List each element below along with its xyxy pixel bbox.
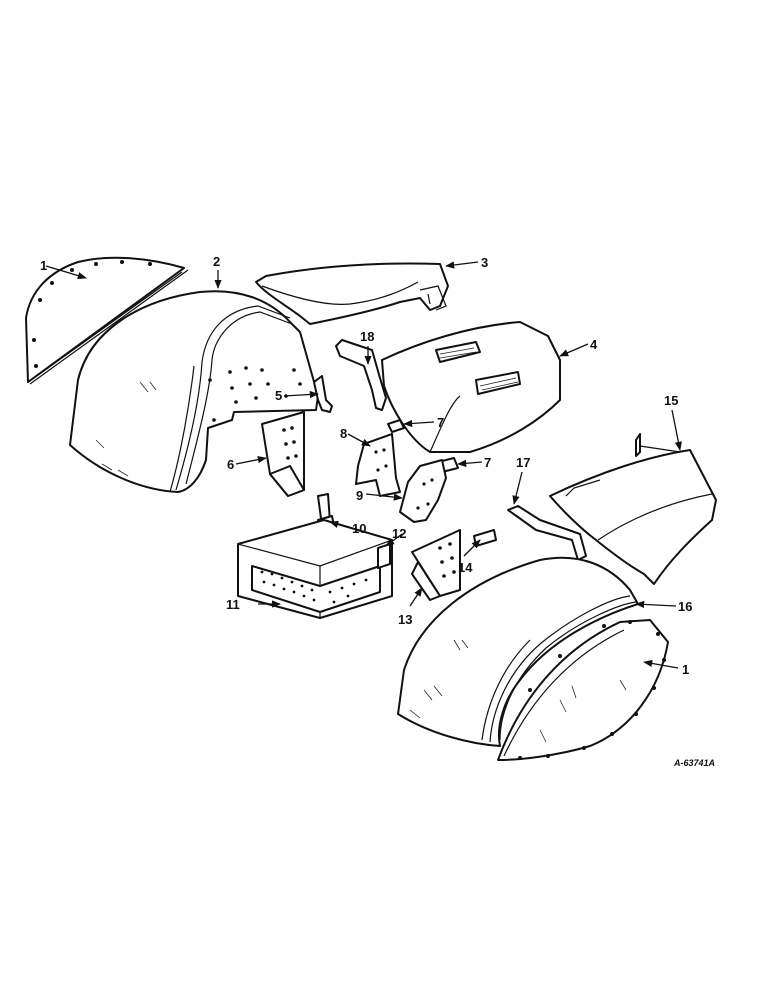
part-3-upper-panel <box>255 262 449 325</box>
callout-7-lower: 7 <box>484 455 491 470</box>
callout-17: 17 <box>516 455 530 470</box>
callout-16: 16 <box>678 599 692 614</box>
part-5-bracket <box>313 375 333 413</box>
part-9-bracket <box>399 459 447 523</box>
leader-lines <box>45 261 682 669</box>
callout-11: 11 <box>226 597 240 612</box>
part-1-upper-inner-panel <box>25 256 189 385</box>
callout-3: 3 <box>481 255 488 270</box>
callout-6: 6 <box>227 457 234 472</box>
part-18-bracket <box>335 339 387 411</box>
figure-reference-code: A-63741A <box>673 758 715 768</box>
callout-12: 12 <box>392 526 406 541</box>
callout-18: 18 <box>360 329 374 344</box>
callout-14: 14 <box>458 560 473 575</box>
part-2-left-fender <box>69 290 319 493</box>
callout-10: 10 <box>352 521 366 536</box>
part-4-center-panel <box>381 321 561 453</box>
part-17-bracket <box>507 505 587 561</box>
part-11-step-platform <box>237 519 393 619</box>
callout-1-upper: 1 <box>40 258 47 273</box>
callout-labels: 1 2 3 4 5 6 7 7 8 9 10 11 12 13 14 15 17… <box>40 254 692 677</box>
callout-1-lower: 1 <box>682 662 689 677</box>
callout-15: 15 <box>664 393 678 408</box>
part-1-lower-inner-panel <box>497 619 669 761</box>
part-16-right-fender <box>397 556 639 747</box>
callout-4: 4 <box>590 337 598 352</box>
callout-7-upper: 7 <box>437 415 444 430</box>
part-15-right-upper-panel <box>549 433 717 585</box>
callout-8: 8 <box>340 426 347 441</box>
callout-13: 13 <box>398 612 412 627</box>
callout-9: 9 <box>356 488 363 503</box>
part-7-upper-clip <box>387 419 405 433</box>
callout-2: 2 <box>213 254 220 269</box>
part-8-bracket <box>355 433 401 497</box>
callout-5: 5 <box>275 388 282 403</box>
part-6-bracket <box>261 411 305 497</box>
part-13-bracket <box>411 529 461 601</box>
